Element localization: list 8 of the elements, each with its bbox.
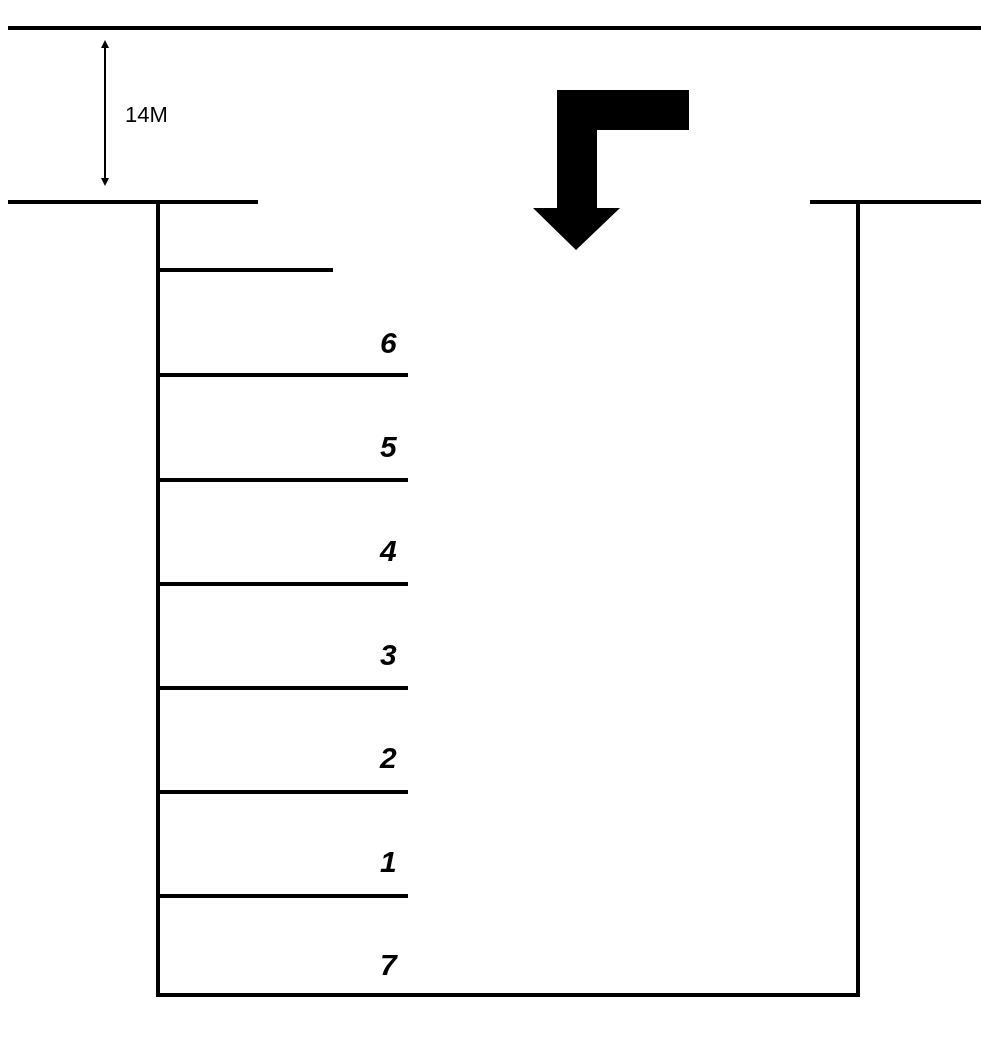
stall-number: 4 xyxy=(380,536,397,566)
stall-number: 1 xyxy=(380,847,397,877)
stall-number: 3 xyxy=(380,640,397,670)
stall-number: 7 xyxy=(380,950,397,980)
stall-number: 2 xyxy=(380,743,397,773)
stall-number: 5 xyxy=(380,432,397,462)
stall-number: 6 xyxy=(380,328,397,358)
dimension-label: 14M xyxy=(125,104,168,126)
